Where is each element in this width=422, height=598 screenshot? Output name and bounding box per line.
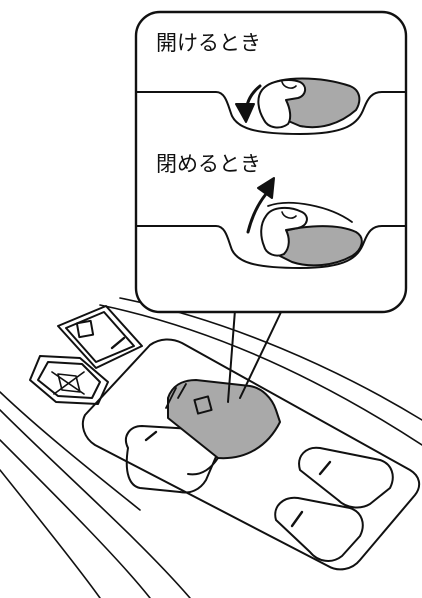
close-label: 閉めるとき: [156, 152, 261, 176]
rear-window-switch[interactable]: [274, 496, 364, 562]
small-window-switch[interactable]: [57, 305, 143, 369]
window-icon: [193, 395, 213, 415]
finger-icon: [260, 206, 308, 257]
arrow-down-icon: [235, 84, 262, 123]
arrow-up-icon: [246, 177, 275, 234]
driver-window-switch[interactable]: [165, 379, 281, 476]
close-panel-edge: [135, 225, 407, 269]
switch-panel: [81, 338, 421, 571]
window-icon: [75, 319, 95, 339]
door-trim-lines: [0, 297, 422, 598]
window-lock-icon: [51, 371, 85, 395]
close-switch-illustration: [260, 202, 363, 267]
open-panel-edge: [135, 91, 407, 135]
open-switch-illustration: [257, 77, 361, 129]
passenger-window-switch[interactable]: [298, 446, 394, 509]
open-label: 開けるとき: [156, 31, 261, 55]
callout-pointer: [227, 309, 283, 403]
finger-icon: [257, 79, 306, 129]
window-lock-button[interactable]: [29, 355, 109, 405]
